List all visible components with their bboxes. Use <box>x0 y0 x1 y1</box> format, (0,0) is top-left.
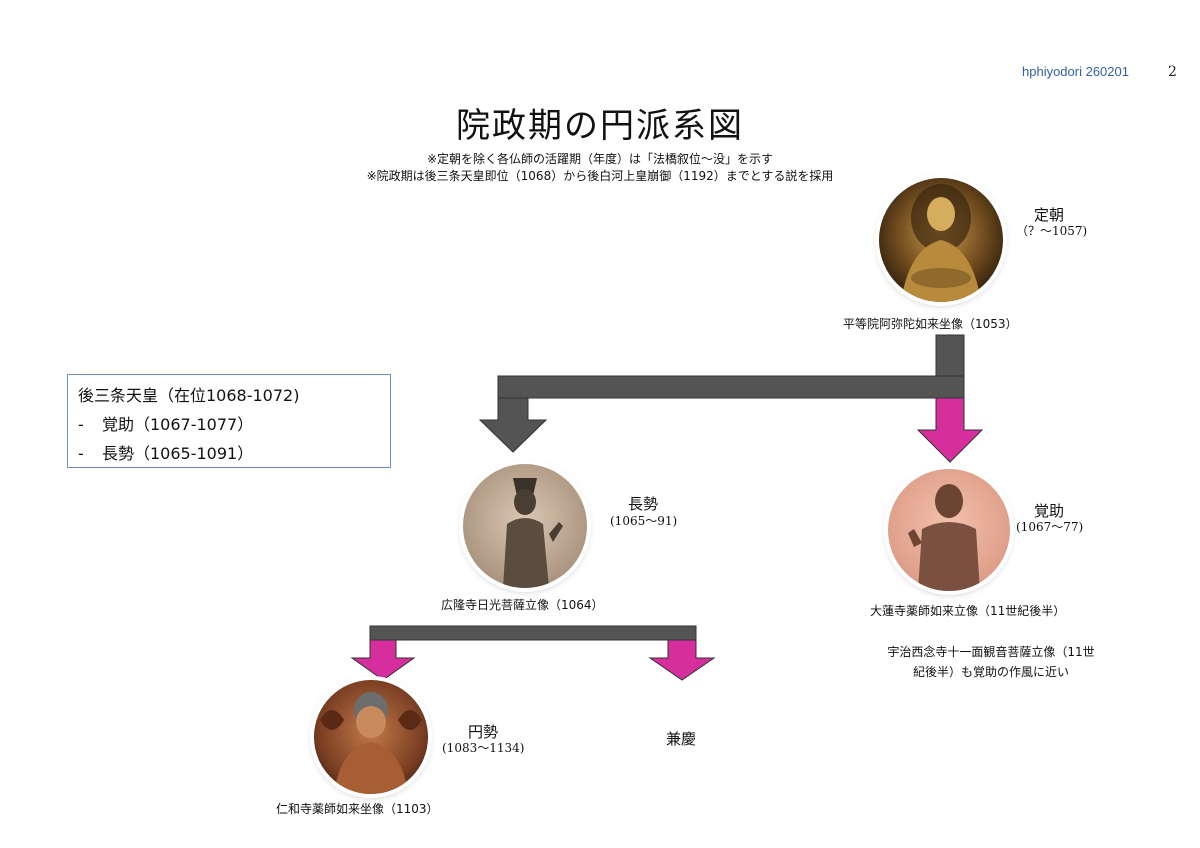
remark-line: 宇治西念寺十一面観音菩薩立像（11世 <box>887 645 1095 659</box>
work-caption-jocho: 平等院阿弥陀如来坐像（1053） <box>843 317 1018 331</box>
emperor-info-box: 後三条天皇（在位1068-1072) -覚助（1067-1077） -長勢（10… <box>67 374 391 468</box>
arrow-to-chosei <box>478 397 548 453</box>
sculptor-name-ensei: 円勢 <box>468 723 499 741</box>
sculptor-years-jocho: （？〜1057) <box>1016 224 1088 238</box>
connector-first-generation-bar <box>497 375 965 399</box>
note-period-definition: ※定朝を除く各仏師の活躍期（年度）は「法橋叙位〜没」を示す <box>426 152 774 166</box>
work-caption-chosei: 広隆寺日光菩薩立像（1064） <box>441 598 604 612</box>
arrow-to-kenkei <box>648 639 716 681</box>
jocho-statue-photo <box>879 178 1003 302</box>
work-caption-ensei: 仁和寺薬師如来坐像（1103） <box>276 802 439 816</box>
sculptor-name-kakujo: 覚助 <box>1034 502 1065 520</box>
info-item-text: 長勢（1065-1091） <box>102 444 254 463</box>
credit-label: hphiyodori 260201 <box>1022 64 1129 79</box>
chosei-statue-photo <box>463 464 587 588</box>
page-title: 院政期の円派系図 <box>456 106 744 146</box>
sculptor-years-kakujo: (1067〜77) <box>1016 520 1084 534</box>
list-dash: - <box>78 444 84 463</box>
sculptor-name-jocho: 定朝 <box>1034 206 1065 224</box>
sculptor-years-chosei: (1065〜91) <box>610 514 678 528</box>
sculptor-years-ensei: (1083〜1134) <box>442 741 525 755</box>
info-box-item: -長勢（1065-1091） <box>78 439 380 468</box>
note-insei-period: ※院政期は後三条天皇即位（1068）から後白河上皇崩御（1192）までとする説を… <box>366 169 834 183</box>
kakujo-statue-photo <box>888 469 1010 591</box>
remark-kakujo: 宇治西念寺十一面観音菩薩立像（11世 紀後半）も覚助の作風に近い <box>856 642 1126 682</box>
info-item-text: 覚助（1067-1077） <box>102 415 254 434</box>
sculptor-name-kenkei: 兼慶 <box>666 730 697 748</box>
arrow-to-kakujo <box>916 397 984 463</box>
list-dash: - <box>78 415 84 434</box>
work-caption-kakujo: 大蓮寺薬師如来立像（11世紀後半） <box>870 604 1066 618</box>
page-number: 2 <box>1168 64 1177 80</box>
arrow-to-ensei <box>350 639 416 681</box>
remark-line: 紀後半）も覚助の作風に近い <box>912 665 1069 679</box>
ensei-statue-photo <box>314 680 428 794</box>
info-box-heading: 後三条天皇（在位1068-1072) <box>78 386 300 405</box>
sculptor-name-chosei: 長勢 <box>628 495 659 513</box>
info-box-item: -覚助（1067-1077） <box>78 410 380 439</box>
connector-second-generation-bar <box>369 625 697 641</box>
